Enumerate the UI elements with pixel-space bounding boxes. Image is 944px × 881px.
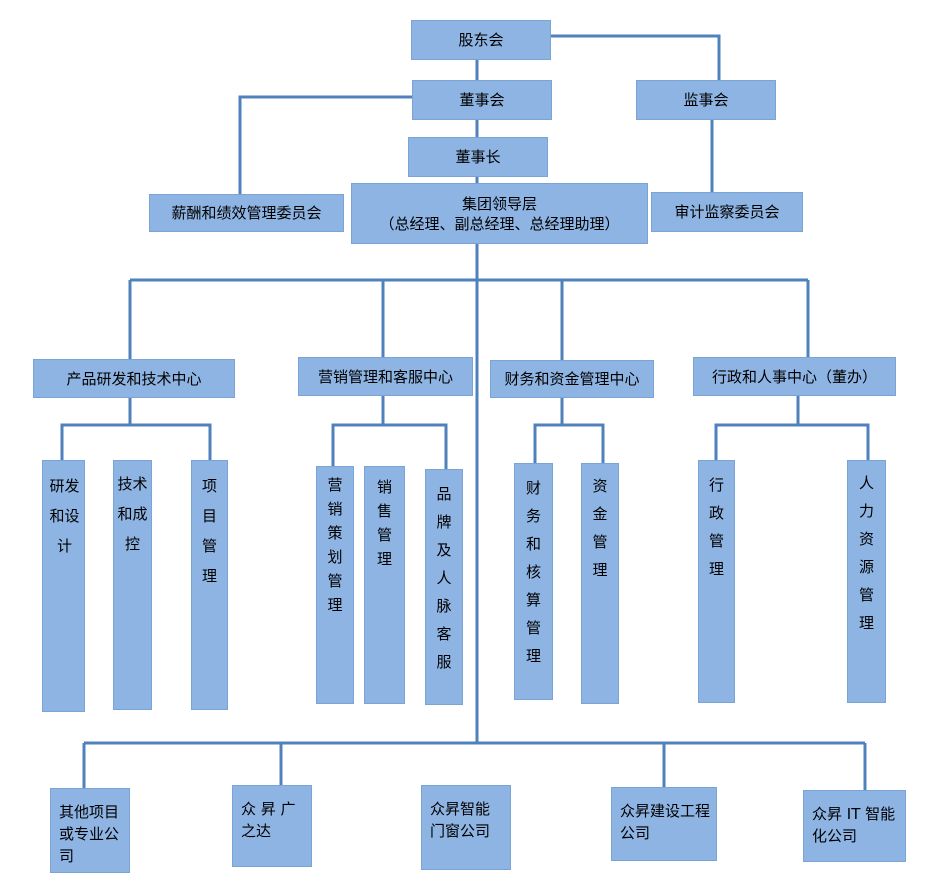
shareholders-box: 股东会 <box>411 20 551 60</box>
company-construction: 众昇建设工程公司 <box>611 787 717 861</box>
center-finance: 财务和资金管理中心 <box>490 360 654 398</box>
dept-project: 项目管理 <box>191 460 228 710</box>
center-admin: 行政和人事中心（董办） <box>693 357 896 396</box>
company-guangzhida: 众 昇 广之达 <box>232 785 312 867</box>
dept-administration: 行政管理 <box>698 460 735 703</box>
company-other: 其他项目或专业公司 <box>50 788 130 873</box>
board-box: 董事会 <box>412 80 552 120</box>
company-it: 众昇 IT 智能化公司 <box>803 790 906 862</box>
dept-hr: 人力资源管理 <box>847 460 886 703</box>
dept-sales: 销售管理 <box>364 466 405 704</box>
audit-committee-box: 审计监察委员会 <box>651 192 803 232</box>
dept-accounting: 财务和核算管理 <box>514 463 553 700</box>
center-rd: 产品研发和技术中心 <box>33 359 235 398</box>
dept-brand-service: 品牌及人脉客服 <box>425 469 463 705</box>
chairman-box: 董事长 <box>408 137 548 177</box>
dept-tech-cost: 技术和成控 <box>113 460 152 710</box>
company-smart-doors: 众昇智能门窗公司 <box>421 785 511 870</box>
supervisors-box: 监事会 <box>636 80 776 120</box>
dept-marketing-planning: 营销策划管理 <box>316 466 354 704</box>
compensation-committee-box: 薪酬和绩效管理委员会 <box>149 194 344 232</box>
leadership-box: 集团领导层 （总经理、副总经理、总经理助理） <box>351 183 648 244</box>
center-marketing: 营销管理和客服中心 <box>298 357 473 396</box>
dept-rd-design: 研发和设计 <box>42 460 85 712</box>
dept-funds: 资金管理 <box>581 463 619 704</box>
